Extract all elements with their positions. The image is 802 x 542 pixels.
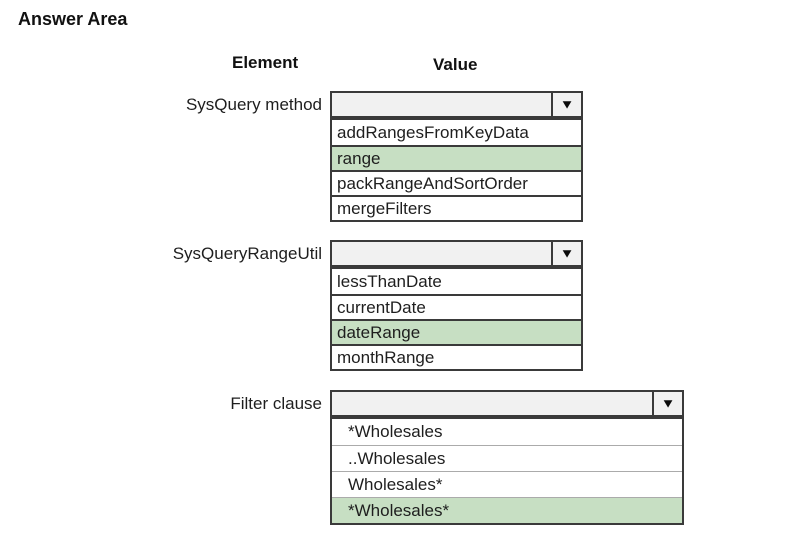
dropdown-arrow-button[interactable]: ▼ xyxy=(652,392,682,415)
option-addrangesfromkeydata[interactable]: addRangesFromKeyData xyxy=(332,120,581,145)
option-packrangeandsortorder[interactable]: packRangeAndSortOrder xyxy=(332,170,581,195)
option-star-wholesales-star[interactable]: *Wholesales* xyxy=(332,497,682,523)
selected-value xyxy=(332,242,551,265)
option-range[interactable]: range xyxy=(332,145,581,170)
option-monthrange[interactable]: monthRange xyxy=(332,344,581,369)
dropdown-arrow-button[interactable]: ▼ xyxy=(551,93,581,116)
dropdown-sysqueryrangeutil-select[interactable]: ▼ xyxy=(330,240,583,267)
option-dotdot-wholesales[interactable]: ..Wholesales xyxy=(332,445,682,471)
dropdown-filter-clause-select[interactable]: ▼ xyxy=(330,390,684,417)
chevron-down-icon: ▼ xyxy=(559,246,575,261)
option-wholesales-star[interactable]: Wholesales* xyxy=(332,471,682,497)
dropdown-sysquery-method-select[interactable]: ▼ xyxy=(330,91,583,118)
dropdown-sysquery-method-options: addRangesFromKeyData range packRangeAndS… xyxy=(330,118,583,222)
chevron-down-icon: ▼ xyxy=(559,97,575,112)
dropdown-sysqueryrangeutil: ▼ lessThanDate currentDate dateRange mon… xyxy=(330,240,583,371)
page-title: Answer Area xyxy=(18,9,128,29)
row-label-filter-clause: Filter clause xyxy=(230,394,322,413)
dropdown-filter-clause: ▼ *Wholesales ..Wholesales Wholesales* *… xyxy=(330,390,684,525)
row-label-sysqueryrangeutil: SysQueryRangeUtil xyxy=(172,244,322,263)
option-daterange[interactable]: dateRange xyxy=(332,319,581,344)
dropdown-filter-clause-options: *Wholesales ..Wholesales Wholesales* *Wh… xyxy=(330,417,684,525)
row-label-sysquery-method: SysQuery method xyxy=(185,95,322,114)
chevron-down-icon: ▼ xyxy=(660,396,676,411)
dropdown-sysqueryrangeutil-options: lessThanDate currentDate dateRange month… xyxy=(330,267,583,371)
dropdown-arrow-button[interactable]: ▼ xyxy=(551,242,581,265)
option-mergefilters[interactable]: mergeFilters xyxy=(332,195,581,220)
selected-value xyxy=(332,93,551,116)
dropdown-sysquery-method: ▼ addRangesFromKeyData range packRangeAn… xyxy=(330,91,583,222)
option-currentdate[interactable]: currentDate xyxy=(332,294,581,319)
option-star-wholesales[interactable]: *Wholesales xyxy=(332,419,682,445)
option-lessthandate[interactable]: lessThanDate xyxy=(332,269,581,294)
column-header-value: Value xyxy=(433,55,478,74)
column-header-element: Element xyxy=(232,53,299,72)
selected-value xyxy=(332,392,652,415)
